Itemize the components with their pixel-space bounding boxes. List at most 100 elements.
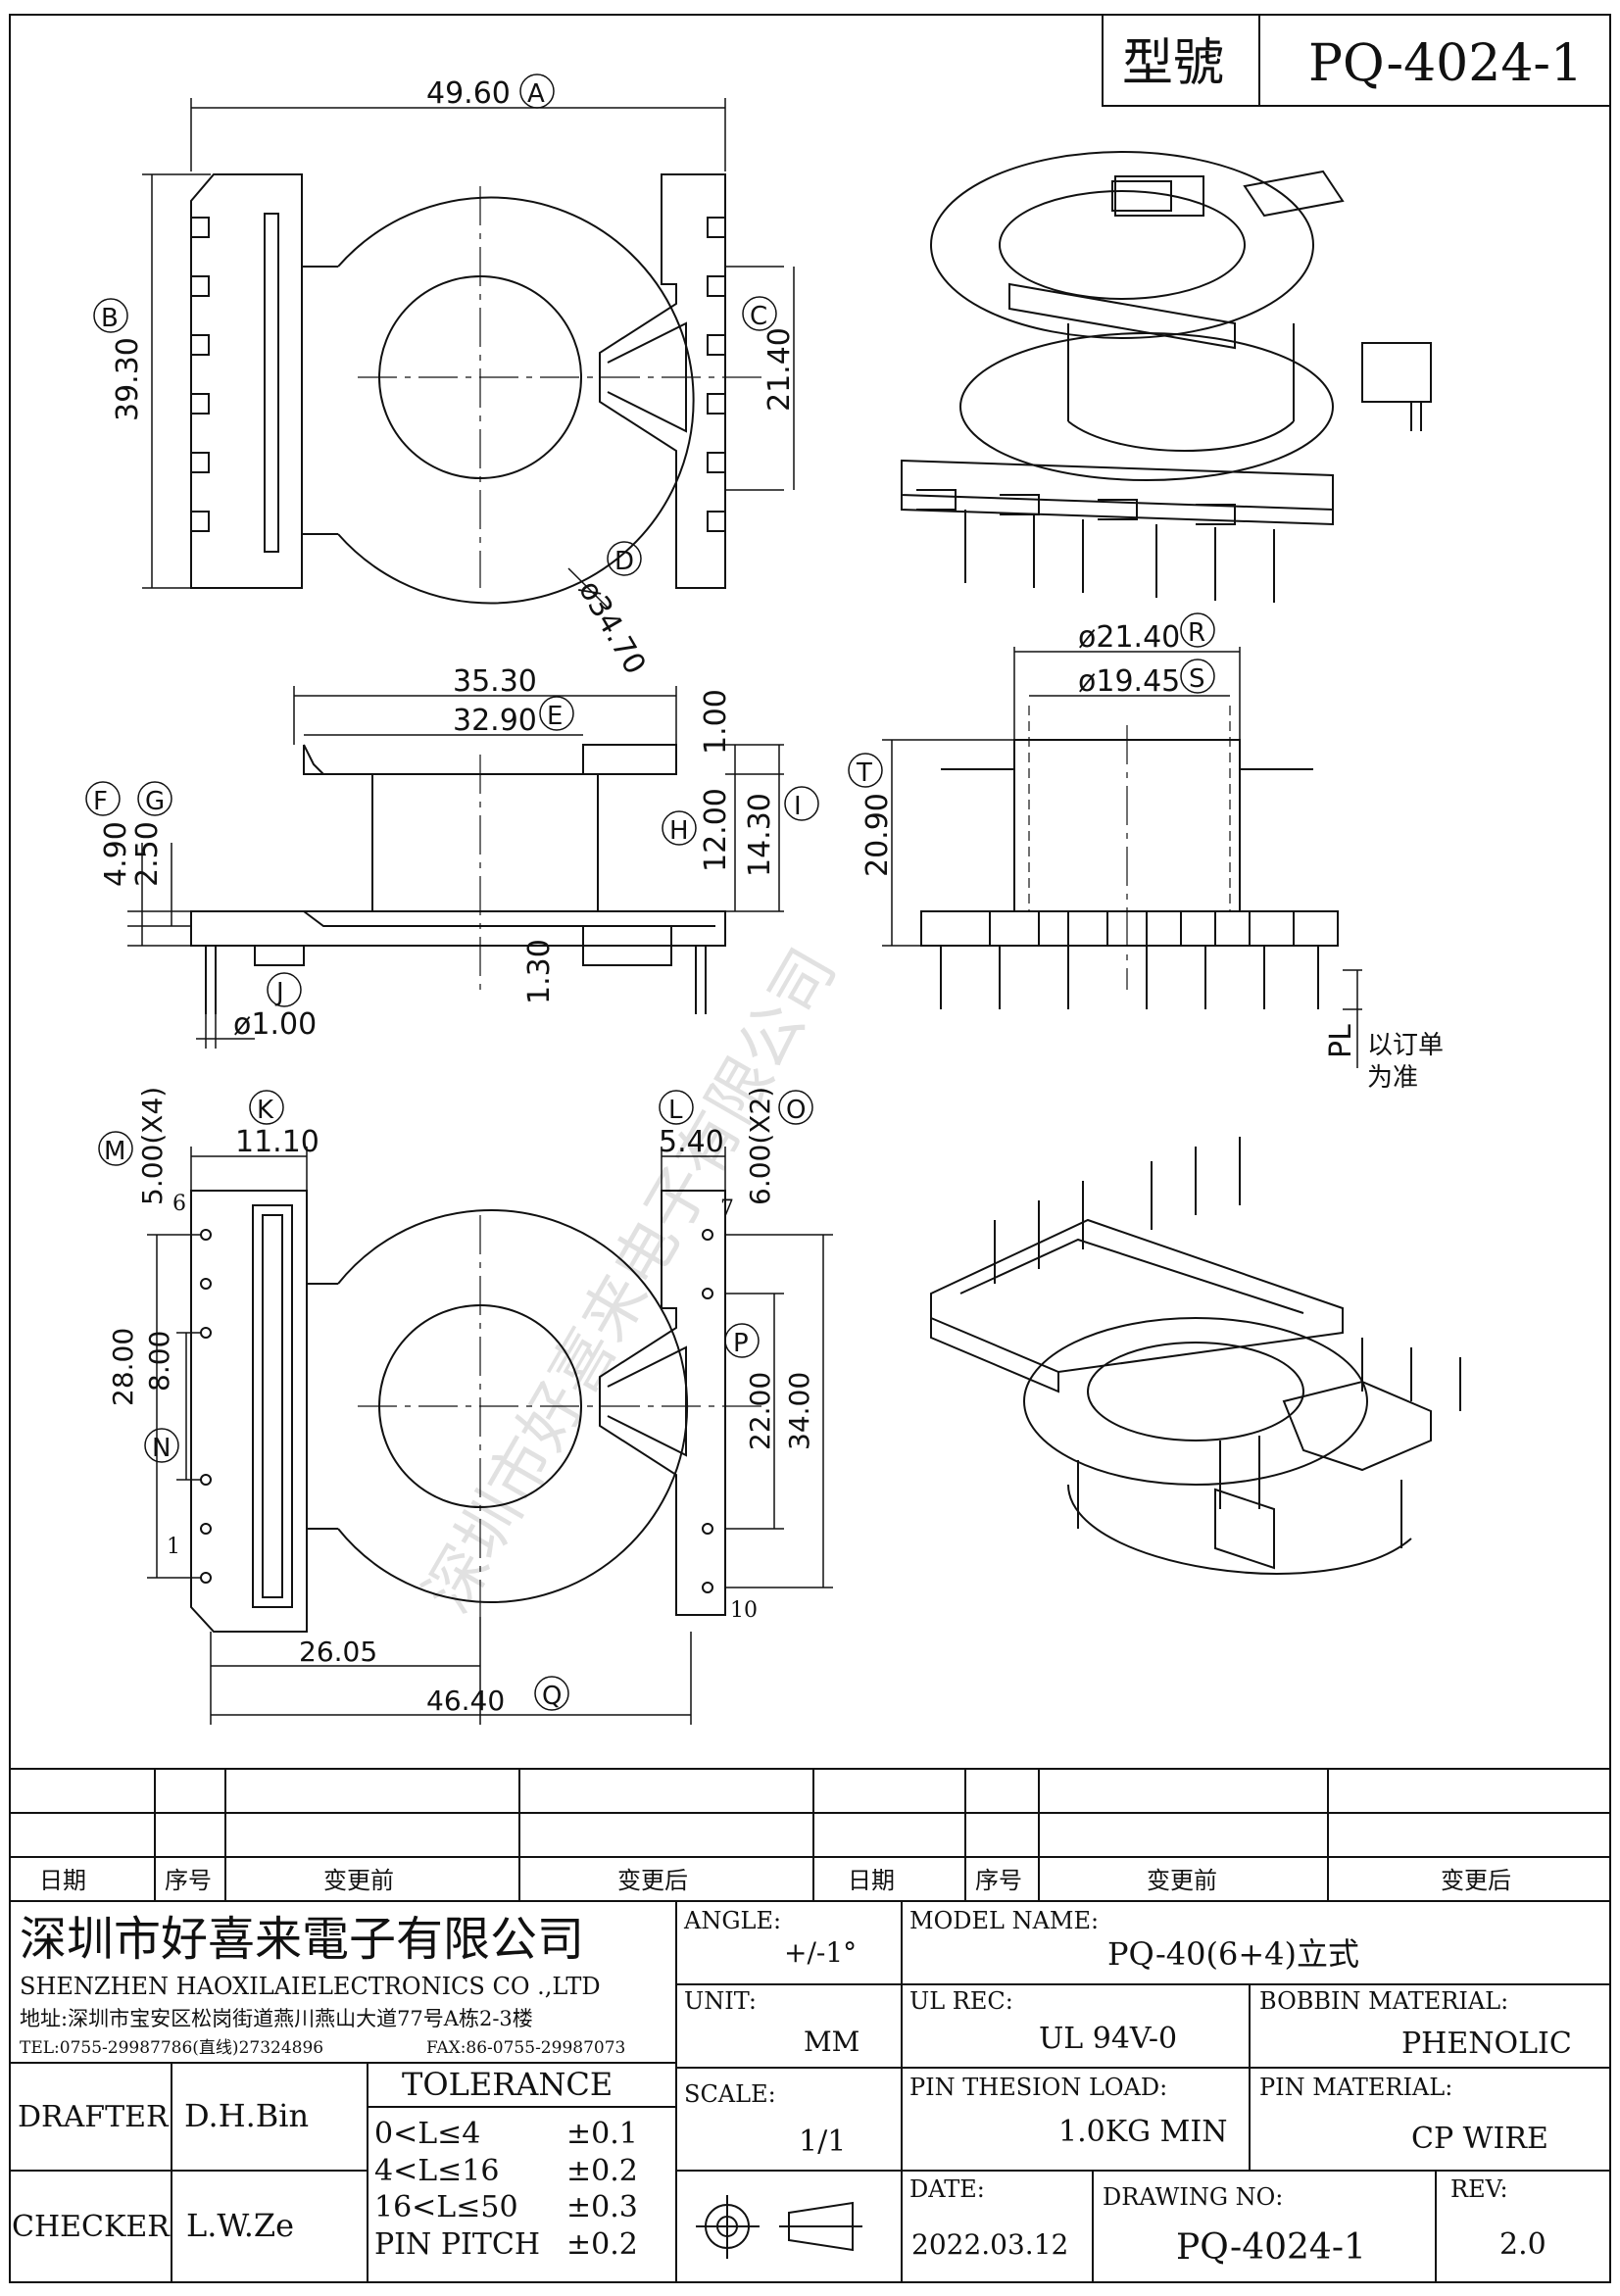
dim-r-marker: [1180, 612, 1215, 648]
dim-a-value: 49.60: [426, 76, 511, 111]
scale-value: 1/1: [799, 2125, 846, 2159]
checker-value: L.W.Ze: [186, 2207, 294, 2244]
rev-header-date-1: 日期: [39, 1867, 86, 1894]
dim-e-letter: E: [547, 702, 563, 731]
company-tel: TEL:0755-29987786(直线)27324896: [20, 2038, 323, 2058]
unit-label: UNIT:: [684, 1987, 757, 2015]
dim-j-extra: 1.30: [522, 939, 557, 1004]
company-name-en: SHENZHEN HAOXILAIELECTRONICS CO .,LTD: [20, 1973, 601, 2000]
dim-p-outer: 34.00: [783, 1372, 815, 1450]
iso-view-bottom: [930, 1137, 1461, 1575]
model-value: PQ-40(6+4)立式: [1107, 1935, 1359, 1973]
dim-q-marker: [534, 1676, 569, 1711]
pin-number-7: 7: [720, 1197, 734, 1221]
dim-o-marker: [778, 1090, 813, 1125]
dim-c-value: 21.40: [762, 327, 797, 412]
dim-t-letter: T: [856, 758, 872, 788]
dim-s-letter: S: [1189, 664, 1205, 694]
dim-d-marker: [607, 541, 642, 576]
model-label: MODEL NAME:: [909, 1907, 1099, 1934]
dim-b-letter: B: [101, 304, 119, 333]
dim-g-marker: [137, 781, 172, 816]
dim-t-marker: [848, 753, 883, 788]
dim-n-value: 8.00: [143, 1331, 175, 1392]
pin-number-1: 1: [167, 1535, 180, 1559]
title-box: [1102, 14, 1611, 107]
rev-header-after-1: 变更后: [617, 1867, 688, 1894]
dim-m-marker: [98, 1131, 133, 1166]
tolerance-title: TOLERANCE: [402, 2066, 613, 2103]
rev-header-date-2: 日期: [848, 1867, 895, 1894]
dim-m-letter: M: [104, 1137, 125, 1166]
drafter-value: D.H.Bin: [184, 2097, 309, 2134]
dim-k-value: 11.10: [235, 1125, 319, 1159]
dim-j-value: ø1.00: [233, 1007, 317, 1042]
dim-c-marker: [742, 296, 777, 331]
pin-load-label: PIN THESION LOAD:: [909, 2074, 1167, 2101]
rev-header-before-1: 变更前: [323, 1867, 394, 1894]
dim-f-value: 4.90: [99, 821, 133, 887]
pl-note-line2: 为准: [1367, 1063, 1418, 1093]
drafter-label: DRAFTER: [18, 2100, 170, 2134]
dim-e-outer: 35.30: [453, 664, 537, 699]
tolerance-range-1: 0<L≤4: [374, 2117, 480, 2151]
dim-s-value: ø19.45: [1078, 664, 1180, 699]
dim-o-value: 6.00(X2): [744, 1087, 776, 1205]
date-value: 2022.03.12: [911, 2228, 1068, 2261]
angle-label: ANGLE:: [683, 1907, 781, 1934]
bobbin-label: BOBBIN MATERIAL:: [1259, 1987, 1508, 2015]
dim-l-letter: L: [668, 1096, 683, 1125]
tolerance-value-3: ±0.3: [566, 2190, 638, 2224]
dim-n-outer: 28.00: [107, 1328, 139, 1406]
dim-l-marker: [659, 1090, 694, 1125]
dim-e-value: 32.90: [453, 704, 537, 738]
dim-c-letter: C: [750, 302, 767, 331]
dim-n-marker: [144, 1428, 179, 1463]
iso-view-top: [901, 151, 1432, 603]
dim-j-letter: J: [274, 978, 284, 1007]
rev-header-before-2: 变更前: [1147, 1867, 1217, 1894]
dim-h-marker: [662, 810, 697, 846]
dim-i-marker: [784, 786, 819, 821]
scale-label: SCALE:: [684, 2080, 776, 2108]
dim-g-value: 2.50: [130, 821, 165, 887]
pl-label: PL: [1324, 1024, 1358, 1058]
projection-symbol-icon: [696, 2195, 862, 2259]
dim-k-marker: [249, 1090, 284, 1125]
rev-header-no-1: 序号: [165, 1867, 212, 1894]
dim-t-value: 20.90: [860, 793, 895, 877]
dim-k-letter: K: [257, 1096, 274, 1125]
pl-note-line1: 以订单: [1367, 1031, 1444, 1060]
dim-h-value: 12.00: [699, 788, 733, 872]
dim-r-value: ø21.40: [1078, 620, 1180, 655]
dim-d-letter: D: [614, 547, 634, 576]
front-view: [920, 739, 1339, 1009]
company-name-cn: 深圳市好喜来電子有限公司: [20, 1912, 584, 1967]
dim-s-marker: [1180, 659, 1215, 694]
side-view: [190, 744, 726, 1014]
dim-f-letter: F: [93, 787, 108, 816]
revision-table: [10, 1768, 1610, 1902]
watermark: 深圳市好喜来电子有限公司: [412, 937, 851, 1625]
dim-g-letter: G: [145, 787, 165, 816]
tolerance-range-3: 16<L≤50: [374, 2190, 518, 2224]
checker-label: CHECKER: [12, 2210, 171, 2244]
dim-p-value: 22.00: [744, 1372, 776, 1450]
dim-q-letter: Q: [542, 1682, 562, 1711]
pin-number-10: 10: [730, 1598, 758, 1623]
bobbin-value: PHENOLIC: [1401, 2027, 1572, 2061]
dim-a-marker: [519, 73, 555, 109]
tolerance-range-2: 4<L≤16: [374, 2154, 499, 2188]
rev-value: 2.0: [1499, 2227, 1546, 2262]
dim-l-value: 5.40: [659, 1125, 724, 1159]
dim-a-letter: A: [527, 79, 545, 109]
dim-p-marker: [724, 1323, 760, 1358]
dim-m-value: 5.00(X4): [136, 1087, 169, 1205]
dim-r-letter: R: [1188, 618, 1205, 648]
dim-f-marker: [85, 781, 121, 816]
dim-n-letter: N: [152, 1434, 171, 1463]
title-box-label: 型號: [1122, 34, 1224, 93]
dim-j-top: 1.00: [699, 689, 733, 755]
ul-label: UL REC:: [909, 1987, 1013, 2015]
